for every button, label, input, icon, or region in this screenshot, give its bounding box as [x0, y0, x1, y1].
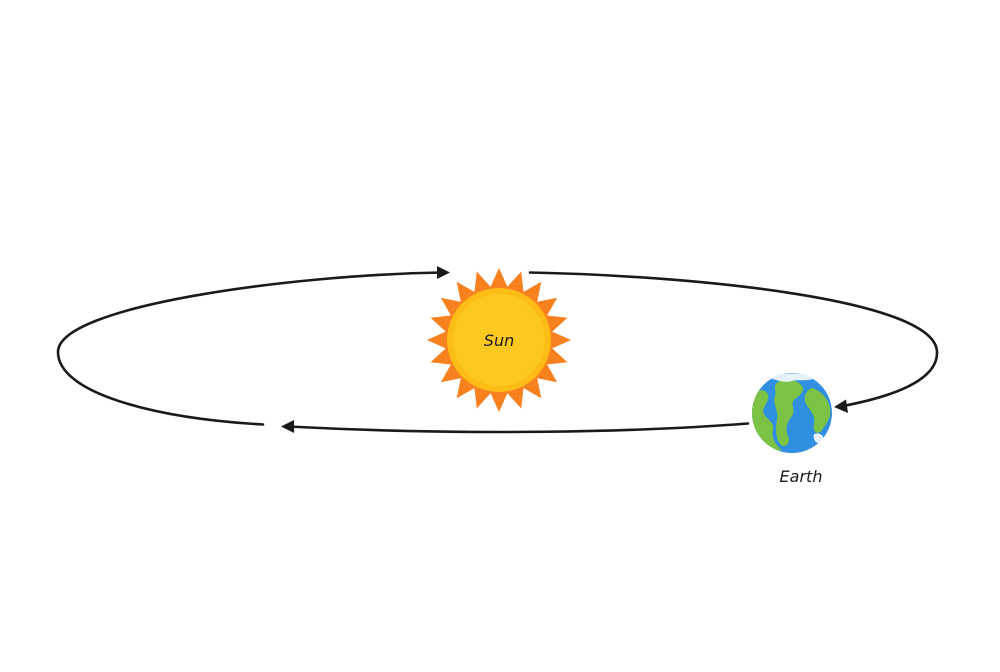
- sun-core: [453, 294, 545, 386]
- orbit-segment-left: [56, 271, 444, 426]
- arrowhead-icon: [281, 420, 294, 433]
- orbit-segment-upper-right: [528, 271, 939, 408]
- earth-label: Earth: [780, 467, 823, 486]
- arrowhead-icon: [834, 399, 848, 413]
- orbit-arrows: [281, 266, 848, 433]
- orbit-segment-lower: [286, 422, 750, 434]
- earth-land: [752, 373, 831, 451]
- arrowhead-icon: [437, 266, 450, 279]
- earth-globe-icon: Earth: [752, 373, 832, 486]
- sun-icon: Sun: [427, 268, 571, 412]
- orbit-path: [56, 271, 939, 434]
- sun-label: Sun: [484, 331, 514, 350]
